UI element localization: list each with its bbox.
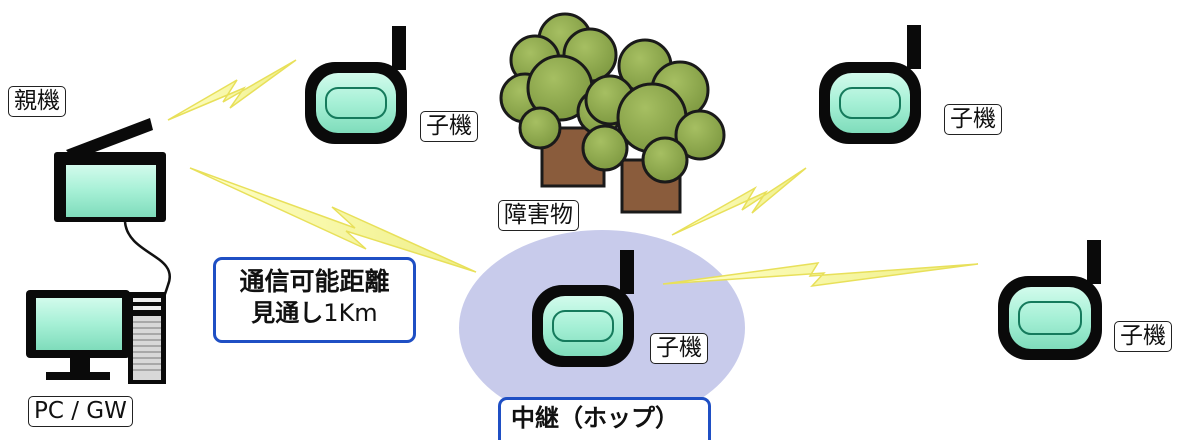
- child-device-icon: [305, 26, 407, 144]
- child-device-icon: [532, 250, 634, 367]
- range-title: 通信可能距離: [239, 267, 390, 296]
- pc-icon: [26, 290, 166, 384]
- repeater-hop-label: （ホップ）: [559, 404, 679, 432]
- range-box: 通信可能距離 見通し1Km: [213, 257, 416, 343]
- child-label: 子機: [1114, 321, 1172, 352]
- lightning-icon: [167, 59, 297, 121]
- lightning-icon: [189, 167, 477, 273]
- repeater-label: 中継: [511, 404, 559, 432]
- lightning-icon: [662, 262, 979, 288]
- child-device-icon: [998, 240, 1102, 360]
- range-value-number: 1Km: [323, 299, 378, 327]
- range-value: 見通し1Km: [216, 301, 413, 325]
- lightning-icon: [671, 167, 807, 236]
- repeater-box: 中継（ホップ）: [498, 397, 711, 440]
- obstacle-label: 障害物: [498, 200, 579, 231]
- parent-label: 親機: [8, 86, 66, 117]
- range-value-label: 見通し: [251, 299, 324, 327]
- pc-label: PC / GW: [28, 396, 133, 427]
- parent-device-icon: [54, 118, 166, 222]
- child-label: 子機: [650, 333, 708, 364]
- child-label: 子機: [944, 104, 1002, 135]
- tree-icon: [581, 38, 726, 214]
- child-device-icon: [819, 25, 921, 144]
- child-label: 子機: [420, 111, 478, 142]
